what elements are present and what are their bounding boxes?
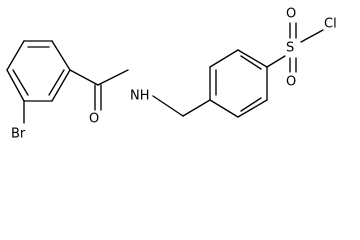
carbonyl-oxygen-label: O [89, 112, 99, 127]
right-ring-inner-double-bond [240, 97, 262, 112]
sulfonyl-sulfur-label: S [286, 41, 294, 56]
sulfur-to-chlorine-bond [300, 29, 324, 43]
chlorine-label: Cl [324, 17, 337, 32]
atom-labels: Br O NH S O O Cl [11, 7, 337, 142]
amide-linker [69, 69, 211, 117]
left-ring-inner-double-bond [12, 69, 29, 96]
sulfonyl-chloride-group [266, 22, 324, 73]
chemical-structure-diagram: Br O NH S O O Cl [6, 7, 337, 142]
left-ring-bond [51, 40, 71, 71]
ring-to-sulfur-bond [266, 55, 286, 68]
sulfonyl-oxygen-top-label: O [286, 7, 296, 22]
nitrogen-to-methylene-bond [152, 95, 184, 117]
left-ring-bond [6, 69, 25, 102]
bromine-label: Br [11, 127, 26, 142]
right-ring-bond [237, 99, 268, 118]
carbonyl-to-nitrogen-bond [97, 69, 129, 86]
methylene-to-ring-bond [182, 99, 211, 117]
right-benzene-ring [209, 49, 268, 118]
left-benzene-ring [6, 40, 71, 102]
right-ring-bond [209, 99, 239, 118]
sulfonyl-oxygen-bottom-label: O [286, 75, 296, 90]
left-ring-bond [51, 69, 71, 102]
left-ring-bond [6, 40, 25, 71]
right-ring-inner-double-bond [240, 55, 262, 70]
right-ring-bond [209, 49, 239, 68]
amide-nitrogen-label: NH [130, 89, 150, 104]
left-ring-inner-double-bond [48, 69, 65, 96]
ring-to-carbonyl-bond [69, 69, 99, 86]
right-ring-bond [237, 49, 268, 68]
